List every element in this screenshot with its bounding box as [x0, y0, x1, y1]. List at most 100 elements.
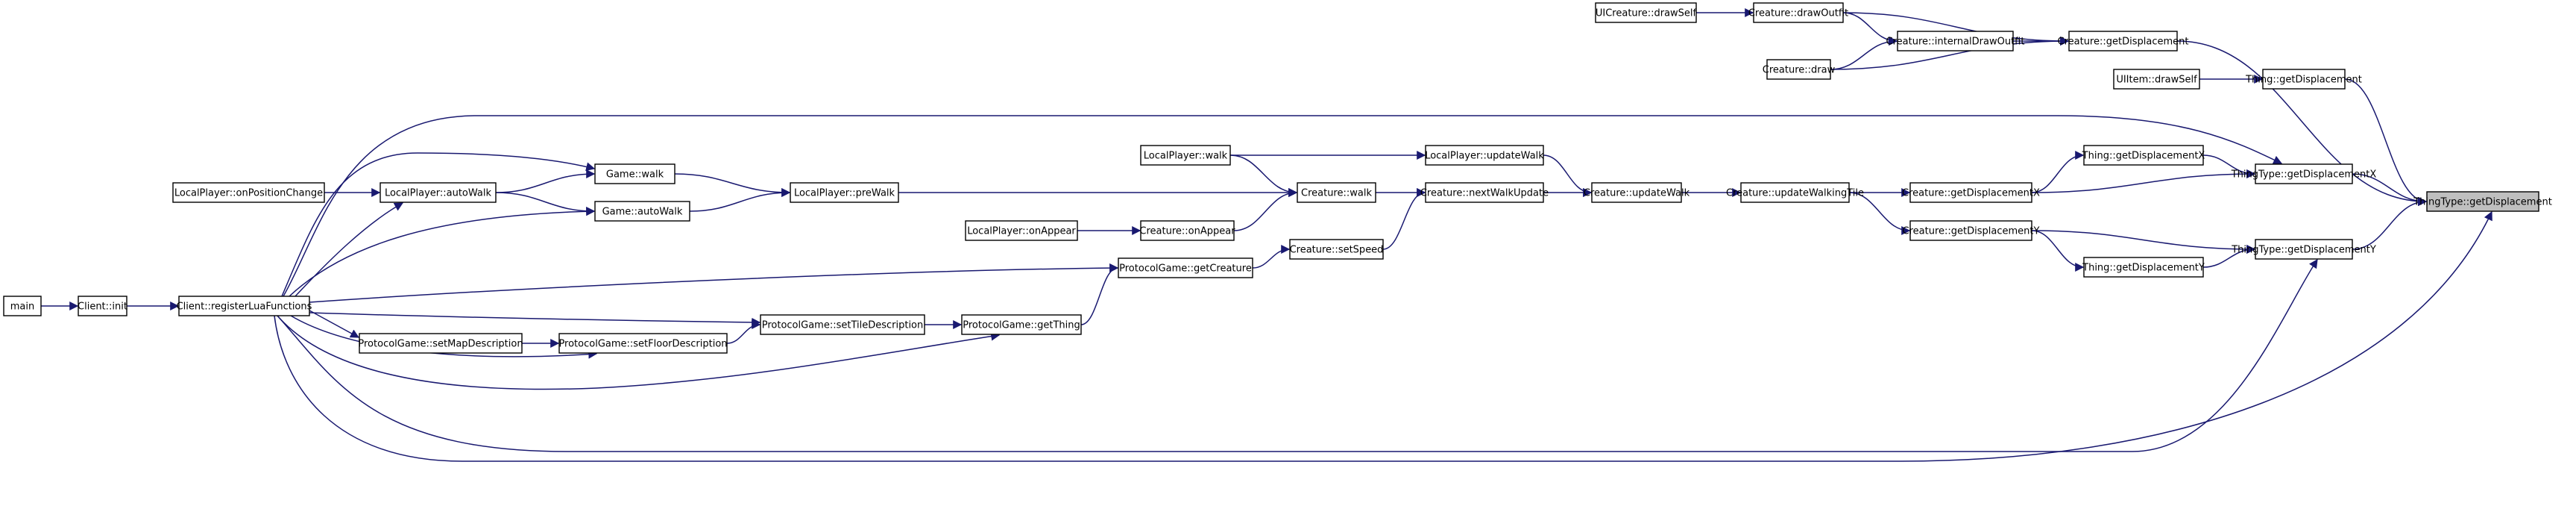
node-game-autowalk[interactable]: Game::autoWalk	[594, 201, 690, 222]
node-box	[1140, 220, 1235, 241]
edge-protocolgame-getcreature-to-creature-setspeed	[1252, 245, 1291, 269]
node-label: Creature::draw	[1763, 65, 1836, 76]
node-box	[1591, 182, 1682, 203]
node-box	[1740, 182, 1850, 203]
edge-client-registerluafunctions-to-protocolgame-setmapdescription	[309, 310, 360, 338]
node-label: Creature::getDisplacementX	[1902, 188, 2040, 199]
node-box	[1753, 2, 1844, 23]
node-label: Creature::updateWalk	[1584, 188, 1690, 199]
node-creature-getdisplacementy[interactable]: Creature::getDisplacementY	[1903, 220, 2040, 241]
node-localplayer-prewalk[interactable]: LocalPlayer::preWalk	[790, 182, 899, 203]
node-box	[359, 333, 523, 354]
node-box	[1297, 182, 1376, 203]
node-localplayer-autowalk[interactable]: LocalPlayer::autoWalk	[380, 182, 497, 203]
node-label: Creature::updateWalkingTile	[1726, 188, 1864, 199]
node-localplayer-onappear[interactable]: LocalPlayer::onAppear	[965, 220, 1078, 241]
node-client-registerluafunctions[interactable]: Client::registerLuaFunctions	[177, 296, 312, 316]
node-protocolgame-setmapdescription[interactable]: ProtocolGame::setMapDescription	[358, 333, 523, 354]
node-label: Thing::getDisplacementY	[2082, 263, 2205, 274]
node-uiitem-drawself[interactable]: UIItem::drawSelf	[2113, 69, 2200, 90]
node-thing-getdisplacement[interactable]: Thing::getDisplacement	[2245, 69, 2362, 90]
node-label: LocalPlayer::onPositionChange	[174, 188, 323, 199]
node-creature-updatewalkingtile[interactable]: Creature::updateWalkingTile	[1726, 182, 1864, 203]
node-creature-walk[interactable]: Creature::walk	[1297, 182, 1376, 203]
node-box	[965, 220, 1078, 241]
edge-layer	[41, 8, 2492, 462]
edge-protocolgame-getthing-to-protocolgame-getcreature	[1080, 263, 1119, 325]
node-box	[2255, 239, 2353, 260]
node-label: Creature::onAppear	[1139, 226, 1235, 237]
edge-client-registerluafunctions-to-protocolgame-settiledescription	[309, 312, 761, 327]
node-label: ProtocolGame::setTileDescription	[762, 320, 924, 331]
node-client-init[interactable]: Client::init	[78, 296, 127, 316]
node-box	[1425, 182, 1544, 203]
edge-client-registerluafunctions-to-game-walk	[281, 152, 596, 297]
node-creature-setspeed[interactable]: Creature::setSpeed	[1289, 239, 1384, 260]
node-box	[172, 182, 325, 203]
edge-creature-setspeed-to-creature-nextwalkupdate	[1382, 188, 1426, 250]
edge-thing-getdisplacement-to-thingtype-getdisplacement	[2344, 78, 2428, 206]
node-label: Creature::drawOutfit	[1748, 8, 1848, 19]
node-box	[594, 163, 676, 184]
node-box	[760, 314, 925, 335]
node-creature-getdisplacement[interactable]: Creature::getDisplacement	[2058, 31, 2189, 51]
node-localplayer-walk[interactable]: LocalPlayer::walk	[1140, 145, 1231, 166]
node-creature-updatewalk[interactable]: Creature::updateWalk	[1584, 182, 1690, 203]
node-creature-draw[interactable]: Creature::draw	[1763, 59, 1836, 80]
node-game-walk[interactable]: Game::walk	[594, 163, 676, 184]
node-box	[2262, 69, 2346, 90]
node-protocolgame-setfloordescription[interactable]: ProtocolGame::setFloorDescription	[558, 333, 728, 354]
node-box	[1766, 59, 1831, 80]
node-box	[380, 182, 497, 203]
node-box	[790, 182, 899, 203]
edge-creature-getdisplacementy-to-thing-getdisplacementy	[2031, 230, 2085, 272]
node-label: ProtocolGame::getCreature	[1119, 263, 1252, 275]
node-thing-getdisplacementy[interactable]: Thing::getDisplacementY	[2082, 257, 2205, 278]
node-uicreature-drawself[interactable]: UICreature::drawSelf	[1595, 2, 1697, 23]
node-localplayer-onpositionchange[interactable]: LocalPlayer::onPositionChange	[172, 182, 325, 203]
edge-creature-getdisplacementy-to-thingtype-getdisplacementy	[2031, 230, 2256, 254]
edge-client-registerluafunctions-to-thingtype-getdisplacementy	[277, 259, 2318, 452]
node-creature-drawoutfit[interactable]: Creature::drawOutfit	[1748, 2, 1848, 23]
edge-creature-draw-to-creature-internaldrawoutfit	[1830, 37, 1898, 70]
node-creature-internaldrawoutfit[interactable]: Creature::internalDrawOutfit	[1886, 31, 2025, 51]
node-label: ProtocolGame::setFloorDescription	[558, 339, 727, 350]
edge-creature-draw-to-creature-getdisplacement	[1830, 37, 2070, 70]
node-thingtype-getdisplacement[interactable]: ThingType::getDisplacement	[2413, 191, 2552, 212]
node-label: LocalPlayer::preWalk	[794, 188, 895, 199]
node-label: Creature::nextWalkUpdate	[1420, 188, 1549, 199]
edge-client-registerluafunctions-to-protocolgame-getthing	[277, 315, 1001, 390]
node-creature-nextwalkupdate[interactable]: Creature::nextWalkUpdate	[1420, 182, 1549, 203]
node-label: ProtocolGame::setMapDescription	[358, 339, 523, 350]
node-thingtype-getdisplacementy[interactable]: ThingType::getDisplacementY	[2231, 239, 2376, 260]
node-protocolgame-getthing[interactable]: ProtocolGame::getThing	[961, 314, 1082, 335]
node-creature-getdisplacementx[interactable]: Creature::getDisplacementX	[1902, 182, 2040, 203]
node-box	[1595, 2, 1697, 23]
node-thingtype-getdisplacementx[interactable]: ThingType::getDisplacementX	[2231, 163, 2377, 184]
node-box	[1897, 31, 2014, 51]
edge-thingtype-getdisplacementy-to-thingtype-getdisplacement	[2352, 197, 2428, 250]
node-creature-onappear[interactable]: Creature::onAppear	[1139, 220, 1235, 241]
node-label: Creature::walk	[1301, 188, 1372, 199]
node-label: Game::autoWalk	[602, 207, 683, 218]
node-label: ThingType::getDisplacementX	[2231, 169, 2377, 181]
node-box	[78, 296, 127, 316]
node-protocolgame-getcreature[interactable]: ProtocolGame::getCreature	[1118, 257, 1253, 278]
edge-creature-onappear-to-creature-walk	[1233, 188, 1298, 231]
node-box	[178, 296, 310, 316]
node-label: LocalPlayer::autoWalk	[385, 188, 492, 199]
node-main[interactable]: main	[3, 296, 42, 316]
node-label: UICreature::drawSelf	[1596, 8, 1697, 19]
node-thing-getdisplacementx[interactable]: Thing::getDisplacementX	[2082, 145, 2205, 166]
node-box	[2083, 257, 2204, 278]
node-localplayer-updatewalk[interactable]: LocalPlayer::updateWalk	[1425, 145, 1544, 166]
edge-client-registerluafunctions-to-thingtype-getdisplacement	[274, 210, 2492, 462]
node-box	[1909, 220, 2032, 241]
node-box	[1140, 145, 1231, 166]
node-box	[1289, 239, 1384, 260]
node-protocolgame-settiledescription[interactable]: ProtocolGame::setTileDescription	[760, 314, 925, 335]
edge-protocolgame-setfloordescription-to-protocolgame-settiledescription	[726, 320, 761, 344]
edge-client-registerluafunctions-to-game-autowalk	[289, 207, 596, 297]
node-label: ThingType::getDisplacementY	[2231, 245, 2376, 256]
node-label: Client::init	[78, 302, 127, 313]
